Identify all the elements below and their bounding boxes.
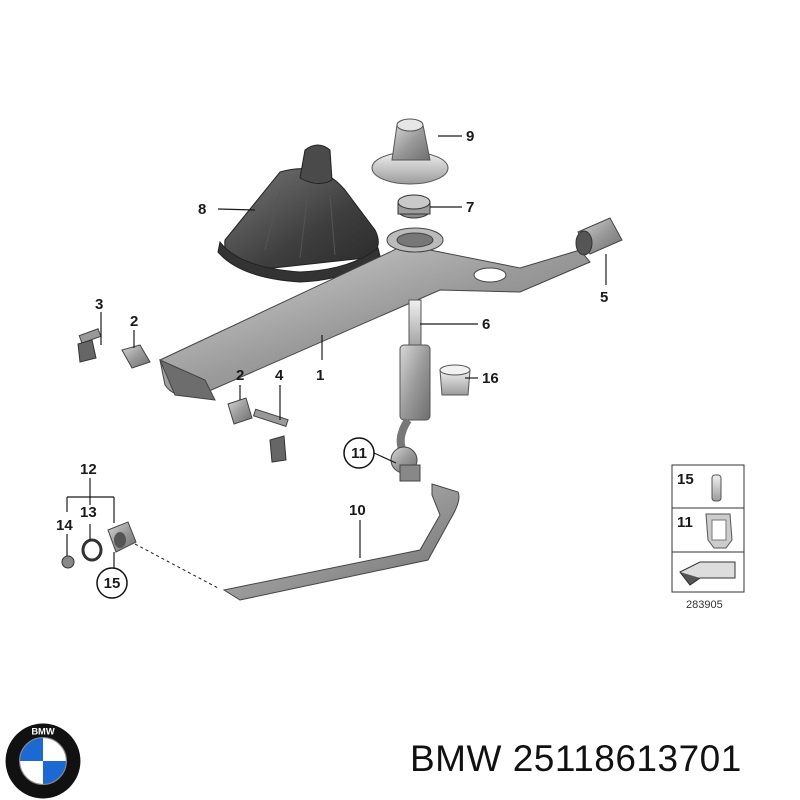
callout-4: 4 [275,367,284,384]
linkage-rod [222,483,460,601]
callout-1: 1 [316,367,324,384]
shift-boot [217,144,381,283]
bushing-2a [121,344,151,369]
sleeve-16 [439,364,471,396]
legend-clip-icon [705,513,733,549]
part-number-label: BMW 25118613701 [410,738,742,779]
callout-2a: 2 [130,313,138,330]
selector-rod [396,299,431,458]
svg-text:11: 11 [351,445,367,462]
nut-14 [61,555,75,569]
leader-lines [66,135,607,589]
callout-16: 16 [482,370,499,387]
callout-6: 6 [482,316,490,333]
legend-arrow-icon [679,561,736,586]
callout-2b: 2 [236,367,244,384]
callout-3: 3 [95,296,103,313]
callout-9: 9 [466,128,474,145]
callout-10: 10 [349,502,366,519]
diagram-number: 283905 [686,599,723,611]
callouts: 8 9 7 5 6 16 1 3 2 2 4 10 12 13 14 [56,128,608,534]
shift-cap [371,118,449,185]
callout-14: 14 [56,517,73,534]
o-ring-13 [81,538,103,562]
ball-joint [390,446,421,482]
shift-arm [159,227,591,401]
bushing-15 [107,521,137,553]
bolt-4 [252,408,289,463]
circled-callout-11: 11 [343,437,375,469]
legend-box: 15 11 283905 [671,464,745,611]
bolt-3 [77,328,102,363]
callout-8: 8 [198,201,206,218]
callout-12: 12 [80,461,97,478]
bushing-ring [397,194,431,219]
svg-text:15: 15 [104,575,121,592]
svg-text:BMW: BMW [31,726,55,736]
legend-pin-icon [711,474,722,502]
callout-13: 13 [80,504,97,521]
legend-label-15: 15 [677,471,694,488]
callout-7: 7 [466,199,474,216]
sleeve-bushing [575,217,623,256]
callout-5: 5 [600,289,608,306]
legend-label-11: 11 [677,514,693,531]
circled-callout-15: 15 [96,567,128,599]
bushing-2b [227,397,253,425]
bmw-logo: BMW [5,723,81,799]
